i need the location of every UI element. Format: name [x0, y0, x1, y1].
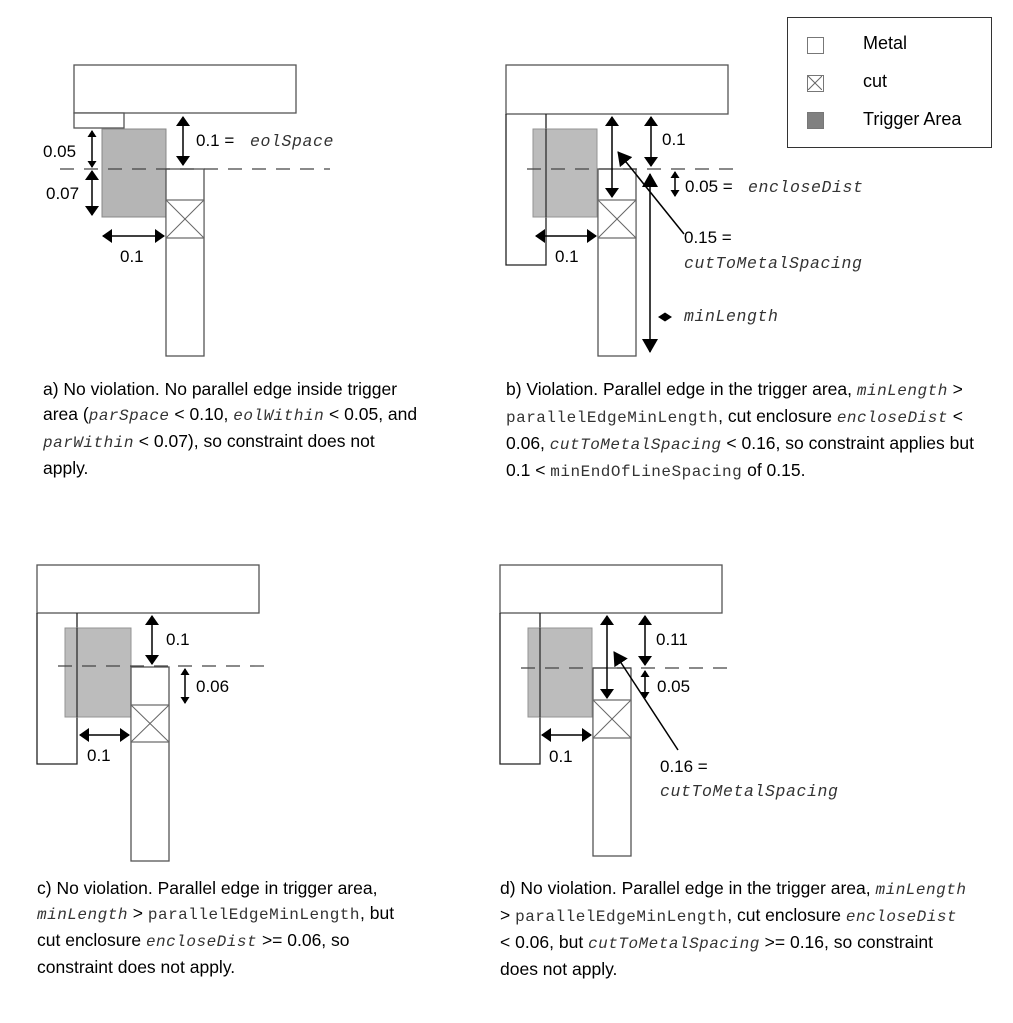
panel-c-vertical-metal	[130, 666, 170, 862]
caption-code: minLength	[875, 881, 967, 899]
legend-label-cut: cut	[863, 71, 888, 91]
caption-text: >	[127, 903, 148, 923]
caption-text: < 0.16, so constraint applies but 0.1 <	[506, 433, 974, 480]
caption-text: , but cut enclosure	[37, 903, 395, 950]
caption-text: c) No violation. Parallel edge in trigge…	[37, 878, 378, 898]
panel-d-leader-arrow	[613, 651, 679, 751]
metal-swatch-icon	[807, 37, 824, 54]
panel-b-enclose-value: 0.05 =	[685, 177, 733, 196]
panel-a-top-metal	[73, 64, 297, 114]
caption-code: parallelEdgeMinLength	[147, 906, 361, 924]
panel-b-cut-spacing-param: cutToMetalSpacing	[684, 254, 863, 273]
caption-code: minEndOfLineSpacing	[550, 463, 743, 481]
panel-d-enclose-label: 0.05	[657, 677, 690, 696]
caption-code: cutToMetalSpacing	[588, 935, 760, 953]
panel-a-upper-left-label: 0.05	[43, 142, 76, 161]
panel-c-horizontal-label: 0.1	[87, 746, 111, 765]
caption-text: < 0.07), so constraint does not apply.	[43, 431, 375, 478]
trigger-area-swatch-icon	[807, 112, 824, 129]
panel-a-horizontal-label: 0.1	[120, 247, 144, 266]
caption-code: eolWithin	[233, 407, 325, 425]
caption-code: encloseDist	[845, 908, 958, 926]
panel-d-vertical-metal	[592, 667, 632, 857]
panel-b-top-spacing-label: 0.1	[662, 130, 686, 149]
panel-a-metal-stub	[73, 112, 125, 129]
panel-c-cut	[130, 704, 170, 743]
caption-text: b) Violation. Parallel edge in the trigg…	[506, 379, 857, 399]
caption-code: parallelEdgeMinLength	[506, 409, 719, 427]
panel-d-top-metal	[499, 564, 723, 614]
panel-c-top-spacing-label: 0.1	[166, 630, 190, 649]
panel-d-cut	[592, 699, 632, 739]
caption-text: >= 0.06, so constraint does not apply.	[37, 930, 350, 977]
legend-label-trigger-area: Trigger Area	[863, 109, 962, 129]
panel-b-top-metal	[505, 64, 729, 115]
panel-b-leader-arrow	[617, 151, 685, 235]
panel-a-eolspace-value: 0.1 =	[196, 131, 234, 150]
panel-a-lower-left-label: 0.07	[46, 184, 79, 203]
caption-code: cutToMetalSpacing	[549, 436, 722, 454]
caption-text: , cut enclosure	[718, 406, 837, 426]
caption-code: encloseDist	[145, 933, 258, 951]
caption-text: >	[500, 905, 516, 925]
legend-label-metal: Metal	[863, 33, 908, 53]
caption-code: parallelEdgeMinLength	[515, 908, 728, 926]
caption-text: >	[947, 379, 963, 399]
panel-b-cut	[597, 199, 637, 239]
panel-a-vertical-metal	[165, 168, 205, 357]
panel-b-vertical-metal	[597, 168, 637, 357]
cut-swatch-icon	[807, 75, 824, 92]
panel-d-horizontal-label: 0.1	[549, 747, 573, 766]
panel-a-caption: a) No violation. No parallel edge inside…	[43, 377, 423, 481]
caption-text: < 0.06, but	[500, 932, 589, 952]
panel-b-trigger-area	[532, 128, 598, 218]
panel-b-minlength-param: minLength	[684, 307, 779, 326]
caption-code: minLength	[37, 906, 128, 924]
caption-text: a) No violation. No parallel edge inside…	[43, 379, 398, 424]
panel-d-trigger-area	[527, 627, 593, 718]
caption-text: , cut enclosure	[727, 905, 846, 925]
panel-a-diagram: 0.1 = eolSpace 0.05 0.07 0.1	[43, 64, 334, 357]
panel-d-cut-spacing-param: cutToMetalSpacing	[660, 782, 839, 801]
caption-code: encloseDist	[836, 409, 948, 427]
caption-code: minLength	[856, 382, 948, 400]
caption-code: parWithin	[43, 434, 134, 452]
panel-b-horizontal-label: 0.1	[555, 247, 579, 266]
caption-text: < 0.05, and	[324, 404, 418, 424]
panel-d-top-spacing-label: 0.11	[656, 630, 688, 649]
panel-b-cut-spacing-value: 0.15 =	[684, 228, 732, 247]
caption-text: d) No violation. Parallel edge in the tr…	[500, 878, 876, 898]
caption-text: < 0.06,	[506, 406, 964, 453]
caption-text: of 0.15.	[742, 460, 806, 480]
panel-a-cut	[165, 199, 205, 239]
panel-c-trigger-area	[64, 627, 132, 718]
panel-c-enclose-label: 0.06	[196, 677, 229, 696]
panel-c-diagram: 0.1 0.06 0.1	[36, 564, 268, 862]
panel-b-diagram: 0.1 0.05 = encloseDist 0.15 = cutToMetal…	[505, 64, 864, 357]
panel-a-trigger-area	[101, 128, 167, 218]
panel-d-caption: d) No violation. Parallel edge in the tr…	[500, 876, 970, 982]
panel-d-diagram: 0.11 0.05 0.16 = cutToMetalSpacing 0.1	[499, 564, 839, 857]
panel-d-cut-spacing-value: 0.16 =	[660, 757, 708, 776]
panel-b-enclose-param: encloseDist	[748, 178, 864, 197]
panel-b-caption: b) Violation. Parallel edge in the trigg…	[506, 377, 986, 485]
panel-a-eolspace-param: eolSpace	[250, 132, 334, 151]
caption-text: < 0.10,	[169, 404, 234, 424]
panel-c-caption: c) No violation. Parallel edge in trigge…	[37, 876, 407, 980]
caption-text: >= 0.16, so constraint does not apply.	[500, 932, 933, 979]
legend: Metal cut Trigger Area	[787, 17, 992, 148]
panel-c-top-metal	[36, 564, 260, 614]
caption-code: parSpace	[88, 407, 170, 425]
